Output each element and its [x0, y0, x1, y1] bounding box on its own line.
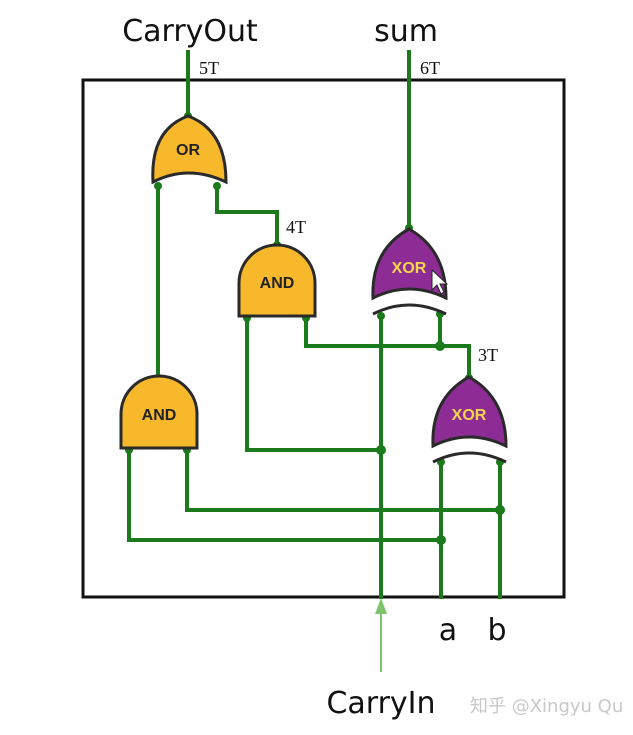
xor-gate-bottom-label: XOR	[452, 407, 487, 424]
carry-in-arrow	[375, 598, 387, 672]
carry-out-label: CarryOut	[122, 14, 258, 49]
pin-or-in-right	[213, 182, 221, 190]
junction-xor-bottom	[435, 341, 445, 351]
and-gate-top: AND	[237, 243, 317, 318]
wires	[127, 50, 502, 599]
carry-in-label: CarryIn	[326, 686, 435, 721]
xor-gate-bottom: XOR	[431, 375, 508, 464]
or-gate: OR	[151, 114, 228, 185]
arrow-up-icon	[375, 598, 387, 614]
wire-carry-in-to-and-top	[245, 316, 383, 452]
input-a-label: a	[439, 613, 457, 648]
delay-xor-bottom: 3T	[478, 345, 498, 365]
junction-carry-in	[376, 445, 386, 455]
pin-xor-top-in-left	[377, 312, 385, 320]
delay-and-top: 4T	[286, 217, 306, 237]
junction-a	[436, 535, 446, 545]
junctions	[125, 112, 505, 545]
wire-b-to-and-bottom	[185, 448, 502, 512]
delay-sum: 6T	[420, 58, 440, 78]
and-gate-bottom-label: AND	[142, 407, 177, 424]
wire-a-to-and-bottom	[127, 448, 443, 542]
cursor-icon	[431, 268, 449, 295]
xor-gate-top: XOR	[371, 227, 449, 316]
and-gate-bottom: AND	[119, 374, 199, 450]
circuit-box	[81, 78, 566, 599]
sum-label: sum	[374, 14, 438, 49]
wire-and-top-to-or	[215, 184, 279, 247]
delay-carry-out: 5T	[199, 58, 219, 78]
and-gate-top-label: AND	[260, 275, 295, 292]
pin-or-in-left	[154, 182, 162, 190]
wire-xor-bottom-to-and-top	[304, 316, 471, 380]
input-b-label: b	[487, 613, 506, 648]
watermark: 知乎 @Xingyu Qu	[470, 696, 623, 717]
xor-gate-top-label: XOR	[392, 260, 427, 277]
junction-b	[495, 505, 505, 515]
or-gate-label: OR	[176, 142, 200, 159]
